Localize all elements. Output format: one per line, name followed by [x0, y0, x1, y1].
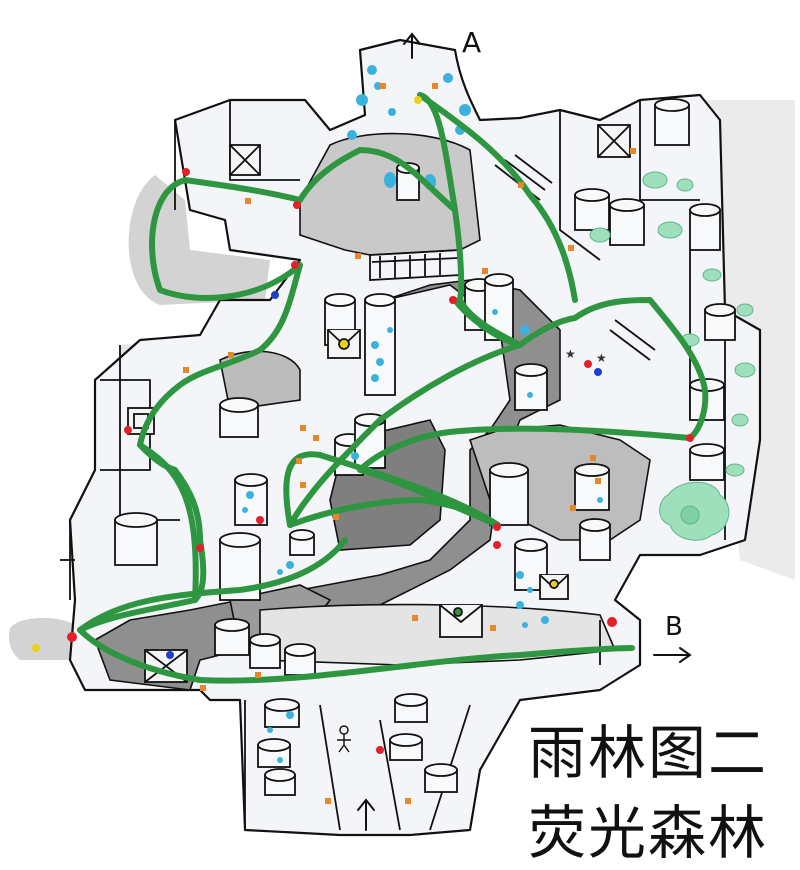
pillar: [389, 733, 423, 761]
orange-markers: [183, 83, 636, 804]
svg-text:★: ★: [565, 347, 576, 361]
pillar: [257, 738, 291, 768]
crate-icon: [439, 604, 483, 638]
red-markers: [67, 168, 694, 754]
map-title-line-1: 雨林图二: [528, 719, 769, 787]
arrow-up-icon: [357, 798, 375, 831]
star-icon: ★★: [565, 347, 607, 365]
pillar: [214, 618, 250, 656]
svg-text:★: ★: [596, 351, 607, 365]
crate-icon: [597, 124, 631, 158]
wall-lines: [60, 100, 726, 831]
pillar: [579, 518, 611, 561]
pillar-group: [114, 98, 736, 796]
glow-spots: [242, 65, 603, 763]
pillar: [609, 198, 645, 246]
crate-icon: [229, 144, 261, 176]
pillar: [114, 512, 158, 566]
crate-icon: [539, 574, 569, 600]
pillar: [654, 98, 690, 146]
pillar: [704, 303, 736, 341]
crate-group: [127, 124, 631, 683]
map-title-line-2: 荧光森林: [528, 799, 769, 867]
pillar: [394, 693, 428, 723]
person-icon: [337, 725, 351, 753]
arrow-up-icon: [403, 32, 421, 59]
pillar: [574, 188, 610, 231]
pillar: [489, 462, 529, 526]
pillar: [689, 203, 721, 251]
arrow-right-icon: [653, 647, 692, 663]
pillar: [289, 529, 315, 556]
pillar: [264, 698, 300, 728]
exit-a-label: A: [462, 26, 481, 59]
blue-markers: [166, 291, 602, 659]
pillar: [424, 763, 458, 793]
plant-group: [589, 171, 756, 541]
pillar: [514, 363, 548, 411]
pillar: [284, 643, 316, 676]
pillar: [219, 397, 259, 438]
crate-icon: [327, 329, 361, 359]
route-path: [77, 92, 709, 684]
pillar: [364, 293, 396, 396]
pillar: [574, 463, 610, 511]
pillar: [689, 443, 725, 481]
pillar: [264, 768, 296, 796]
exit-b-label: B: [665, 612, 683, 642]
pillar: [249, 633, 281, 669]
yellow-markers: [32, 96, 422, 652]
